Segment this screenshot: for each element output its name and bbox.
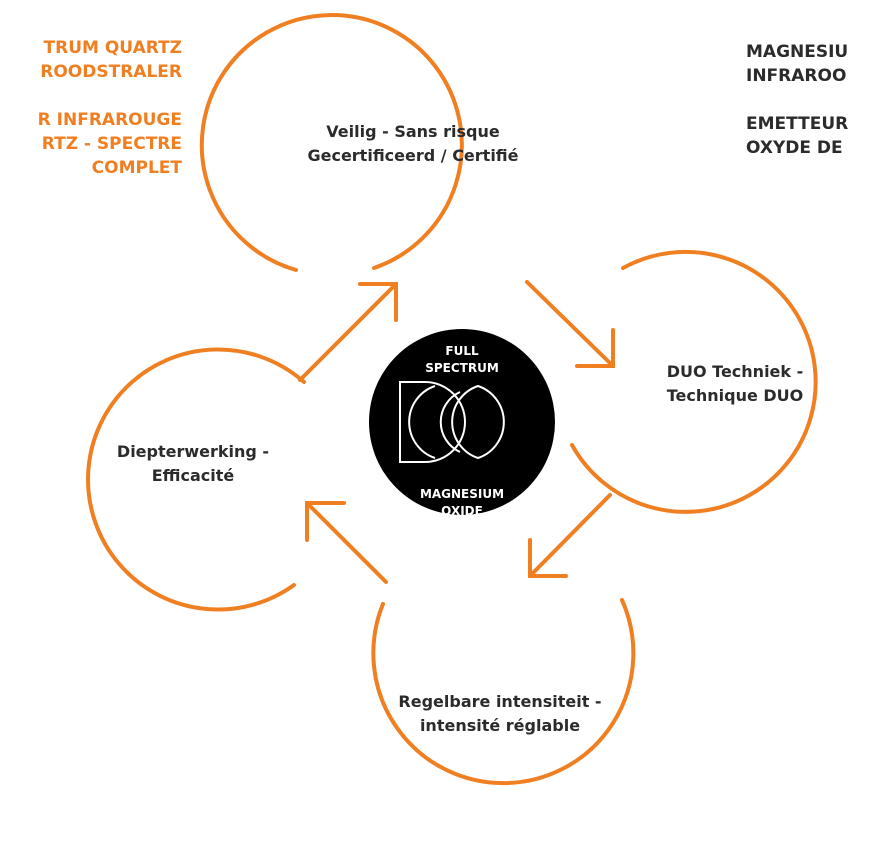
node-left-arc	[86, 347, 306, 612]
node-top-label: Veilig - Sans risque Gecertificeerd / Ce…	[307, 122, 519, 165]
node-right-label: DUO Techniek - Technique DUO	[666, 362, 804, 405]
arrow-icon	[528, 493, 612, 578]
left-title-line-2: R INFRAROUGE RTZ - SPECTRE COMPLET	[37, 110, 182, 178]
badge-top-text: FULL SPECTRUM	[425, 344, 499, 375]
left-title-block: TRUM QUARTZ ROODSTRALER R INFRAROUGE RTZ…	[38, 36, 182, 180]
node-bottom-arc	[371, 598, 636, 786]
center-badge	[369, 329, 555, 515]
right-title-line-2: EMETTEUR OXYDE DE	[746, 114, 849, 158]
arrow-icon	[305, 501, 388, 584]
node-left-label: Diepterwerking - Efficacité	[116, 442, 270, 485]
badge-bottom-text: MAGNESIUM OXIDE	[419, 487, 505, 518]
duo-logo-icon	[399, 381, 505, 463]
node-top-arc	[199, 13, 464, 272]
node-bottom-label: Regelbare intensiteit - intensité réglab…	[398, 692, 602, 735]
right-title-line-1: MAGNESIU INFRAROO	[746, 42, 849, 86]
right-title-block: MAGNESIU INFRAROO EMETTEUR OXYDE DE	[746, 40, 848, 160]
left-title-line-1: TRUM QUARTZ ROODSTRALER	[40, 38, 182, 82]
arrow-icon	[525, 280, 615, 368]
arrow-icon	[298, 282, 398, 382]
node-right-arc	[570, 249, 818, 514]
